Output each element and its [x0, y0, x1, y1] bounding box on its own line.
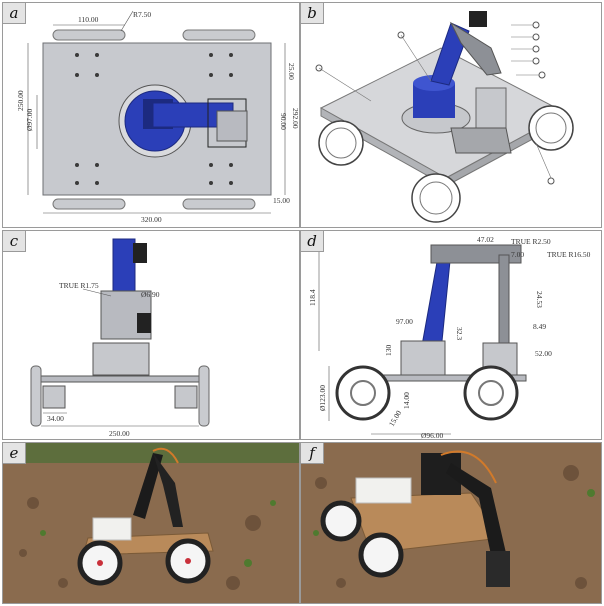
dim-true-r250: TRUE R2.50 [511, 237, 551, 246]
wheel-bottom-right [182, 198, 256, 210]
side-wheel-right [463, 365, 519, 421]
dim-2453: 24.53 [535, 291, 544, 308]
dim-700: 7.00 [511, 250, 524, 259]
photo-e-arm [133, 453, 163, 519]
front-box [92, 342, 150, 376]
front-view-drawing: TRUE R1.75 Ø6.90 34.00 250.00 [30, 238, 210, 438]
iso-gripper-mount [475, 87, 507, 129]
photo-e-grass [3, 443, 299, 463]
photo-e-box [92, 517, 132, 541]
dim-110: 110.00 [78, 15, 99, 24]
photo-e-arm-2 [153, 453, 183, 527]
side-arm-lower [420, 250, 452, 352]
side-view-drawing: 47.02 TRUE R2.50 7.00 TRUE R16.50 118.4 … [308, 235, 591, 440]
isometric-view-drawing [315, 11, 574, 223]
dim-90: 90.00 [279, 113, 288, 130]
wheel-top-right [182, 29, 256, 41]
dim-dia97: Ø97.00 [25, 108, 34, 131]
dim-130: 130 [384, 345, 393, 357]
photo-robot-front [3, 443, 299, 603]
dim-250c: 250.00 [109, 429, 130, 438]
dim-true-r175: TRUE R1.75 [59, 281, 99, 290]
panel-label-f: f [301, 443, 324, 464]
side-base-box [400, 340, 446, 376]
side-wheel-left [335, 365, 391, 421]
dim-true-r1650: TRUE R16.50 [547, 250, 591, 259]
panel-a: 110.00 R7.50 250.00 Ø97.00 25.00 90.00 2… [2, 2, 300, 228]
front-wheel-left [30, 365, 42, 427]
dim-292: 292.00 [291, 108, 300, 129]
dim-r750: R7.50 [133, 10, 151, 19]
photo-f-gripper [486, 551, 510, 587]
panel-e: e [2, 442, 300, 604]
photo-f-wire [440, 450, 497, 484]
front-motor-left [42, 385, 66, 409]
photo-f-wheel-1 [320, 500, 362, 542]
dim-dia690: Ø6.90 [141, 290, 160, 299]
photo-f-box [355, 477, 412, 504]
photo-f-wheel-2 [358, 532, 404, 578]
dim-849: 8.49 [533, 322, 546, 331]
panel-b: b [300, 2, 602, 228]
top-view-drawing: 110.00 R7.50 250.00 Ø97.00 25.00 90.00 2… [16, 10, 300, 224]
dim-323: 32.3 [455, 327, 464, 340]
dim-1184: 118.4 [308, 289, 317, 306]
dim-1400: 14.00 [402, 392, 411, 409]
iso-wheel-1 [318, 120, 364, 166]
front-plate [37, 375, 204, 383]
gripper [216, 110, 248, 142]
panel-label-b: b [301, 3, 324, 24]
iso-wheel-3 [528, 105, 574, 151]
panel-f: f [300, 442, 602, 604]
iso-wheel-2 [411, 173, 461, 223]
front-servo-bottom [137, 313, 151, 333]
photo-robot-side [301, 443, 601, 603]
panel-label-c: c [3, 231, 26, 252]
dim-25: 25.00 [287, 63, 296, 80]
dim-15: 15.00 [273, 196, 290, 205]
dim-4702: 47.02 [477, 235, 494, 244]
panel-c: TRUE R1.75 Ø6.90 34.00 250.00 c [2, 230, 300, 440]
dim-dia123: Ø123.00 [318, 385, 327, 411]
dim-97: 97.00 [396, 317, 413, 326]
panel-label-e: e [3, 443, 26, 464]
dim-34: 34.00 [47, 414, 64, 423]
front-motor-right [174, 385, 198, 409]
wheel-top-left [52, 29, 126, 41]
iso-box [450, 127, 512, 154]
panel-label-a: a [3, 3, 26, 24]
mounting-holes [75, 53, 233, 185]
wheel-bottom-left [52, 198, 126, 210]
iso-servo [469, 11, 487, 27]
photo-e-wire [152, 447, 179, 464]
photo-f-arm [446, 463, 506, 555]
front-servo-top [133, 243, 147, 263]
dim-320: 320.00 [141, 215, 162, 224]
dim-15d: 15.00 [387, 409, 403, 428]
dim-250: 250.00 [16, 90, 25, 111]
front-wheel-right [198, 365, 210, 427]
dim-52: 52.00 [535, 349, 552, 358]
side-arm-wrist [498, 254, 510, 346]
iso-arm-upper [449, 21, 502, 76]
dim-dia96: Ø96.00 [421, 431, 444, 440]
panel-d: 47.02 TRUE R2.50 7.00 TRUE R16.50 118.4 … [300, 230, 602, 440]
panel-label-d: d [301, 231, 324, 252]
